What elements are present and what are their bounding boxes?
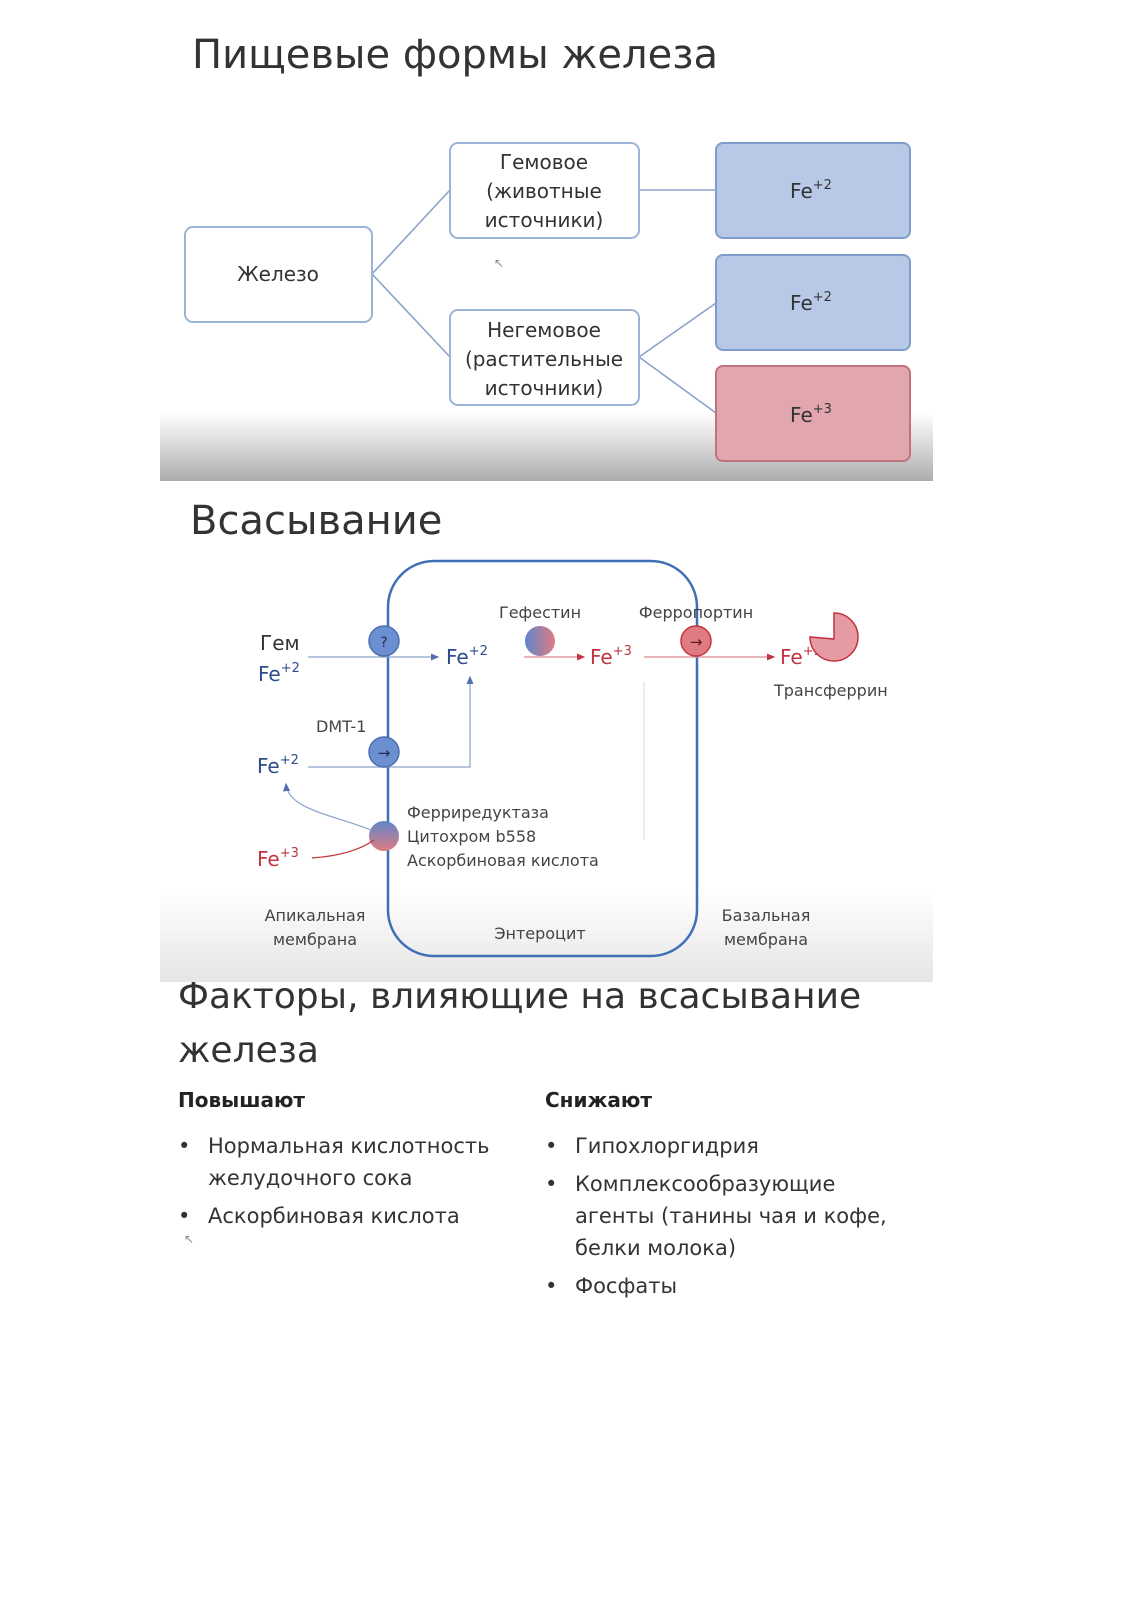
list-item: Комплексообразующие агенты (танины чая и… [545, 1168, 905, 1264]
basal-membrane-label-line2: мембрана [724, 930, 808, 949]
enterocyte-label: Энтероцит [494, 924, 585, 943]
ferroportin-marker [680, 625, 712, 657]
slide1-title: Пищевые формы железа [192, 32, 718, 78]
nonheme-fe3-label: Fe+3 [790, 402, 832, 427]
mouse-cursor-icon: ↖ [184, 1232, 195, 1246]
nonheme-label-line1: Негемовое [487, 318, 601, 342]
heme-fe2-label: Fe+2 [790, 178, 832, 203]
nonheme-label-line2: (растительные [465, 347, 623, 371]
transferrin-label: Трансферрин [773, 681, 888, 700]
slide3-title: Факторы, влияющие на всасывание железа [178, 976, 862, 1071]
heme-box [449, 142, 640, 239]
transferrin-icon [809, 612, 859, 662]
ferroportin-label: Ферропортин [639, 603, 753, 622]
slide-bottom-fade [160, 890, 933, 982]
apical-membrane-label-line2: мембрана [273, 930, 357, 949]
list-item: Нормальная кислотность желудочного сока [178, 1130, 538, 1194]
list-item: Аскорбиновая кислота [178, 1200, 538, 1232]
increase-heading: Повышают [178, 1088, 305, 1112]
increase-list: Нормальная кислотность желудочного сока … [178, 1130, 538, 1232]
root-label: Железо [237, 262, 319, 286]
heme-fe2-label: Fe+2 [258, 661, 300, 686]
dmt1-arrow-icon: → [378, 744, 391, 762]
nonheme-box [449, 309, 640, 406]
connector-root-nonheme [371, 273, 451, 358]
nonheme-fe2-box [715, 254, 911, 351]
dmt1-label: DMT-1 [316, 717, 366, 736]
decrease-column: Снижают Гипохлоргидрия Комплексообразующ… [545, 1088, 905, 1308]
ferrireductase-label-line2: Цитохром b558 [407, 827, 536, 846]
ferroportin-arrow-icon: → [690, 633, 703, 651]
connector-nonheme-fe2 [638, 302, 717, 358]
heme-label-line3: источники) [485, 208, 604, 232]
question-mark-icon: ? [380, 635, 387, 651]
heme-label-line1: Гемовое [500, 150, 588, 174]
connector-nonheme-fe3 [638, 356, 717, 414]
slide2-title: Всасывание [190, 498, 443, 544]
cytosolic-fe3-label: Fe+3 [590, 644, 632, 669]
nonheme-fe3-box [715, 365, 911, 462]
basal-membrane-label-line1: Базальная [722, 906, 811, 925]
absorption-diagram: Гем Fe+2 ? Fe+2 Гефестин Fe+3 Ферропорти… [257, 559, 888, 958]
heme-label: Гем [260, 631, 300, 655]
iron-forms-diagram: Железо Гемовое (животные источники) Неге… [184, 142, 911, 462]
heme-fe2-box [715, 142, 911, 239]
decrease-list: Гипохлоргидрия Комплексообразующие агент… [545, 1130, 905, 1302]
mouse-cursor-icon: ↖ [494, 256, 505, 270]
cytosolic-fe2-label: Fe+2 [446, 644, 488, 669]
ferrireductase-marker [369, 821, 399, 851]
hephaestin-marker [525, 626, 555, 656]
connector-root-heme [371, 189, 451, 275]
list-item: Фосфаты [545, 1270, 905, 1302]
slide-absorption-factors: Факторы, влияющие на всасывание железа П… [160, 970, 933, 1370]
apical-membrane-label-line1: Апикальная [265, 906, 366, 925]
luminal-fe2-label: Fe+2 [257, 753, 299, 778]
root-box [184, 226, 373, 323]
fe3-to-reductase-line [311, 839, 375, 859]
decrease-heading: Снижают [545, 1088, 652, 1112]
list-item: Гипохлоргидрия [545, 1130, 905, 1162]
reduction-arrow [282, 782, 372, 831]
heme-transporter-unknown [368, 625, 400, 657]
luminal-fe3-label: Fe+3 [257, 846, 299, 871]
heme-label-line2: (животные [486, 179, 602, 203]
slide-absorption: Всасывание Гем Fe+2 ? [160, 484, 933, 982]
nonheme-label-line3: источники) [485, 376, 604, 400]
ferrireductase-label-line3: Аскорбиновая кислота [407, 851, 599, 870]
hephaestin-label: Гефестин [499, 603, 581, 622]
increase-column: Повышают Нормальная кислотность желудочн… [178, 1088, 538, 1238]
nonheme-fe2-label: Fe+2 [790, 290, 832, 315]
ferrireductase-label-line1: Ферриредуктаза [407, 803, 549, 822]
slide-iron-forms: Пищевые формы железа Железо Гемовое (жив… [160, 0, 933, 481]
dmt1-flow-arrow [308, 675, 474, 768]
dmt1-transporter [368, 736, 400, 768]
